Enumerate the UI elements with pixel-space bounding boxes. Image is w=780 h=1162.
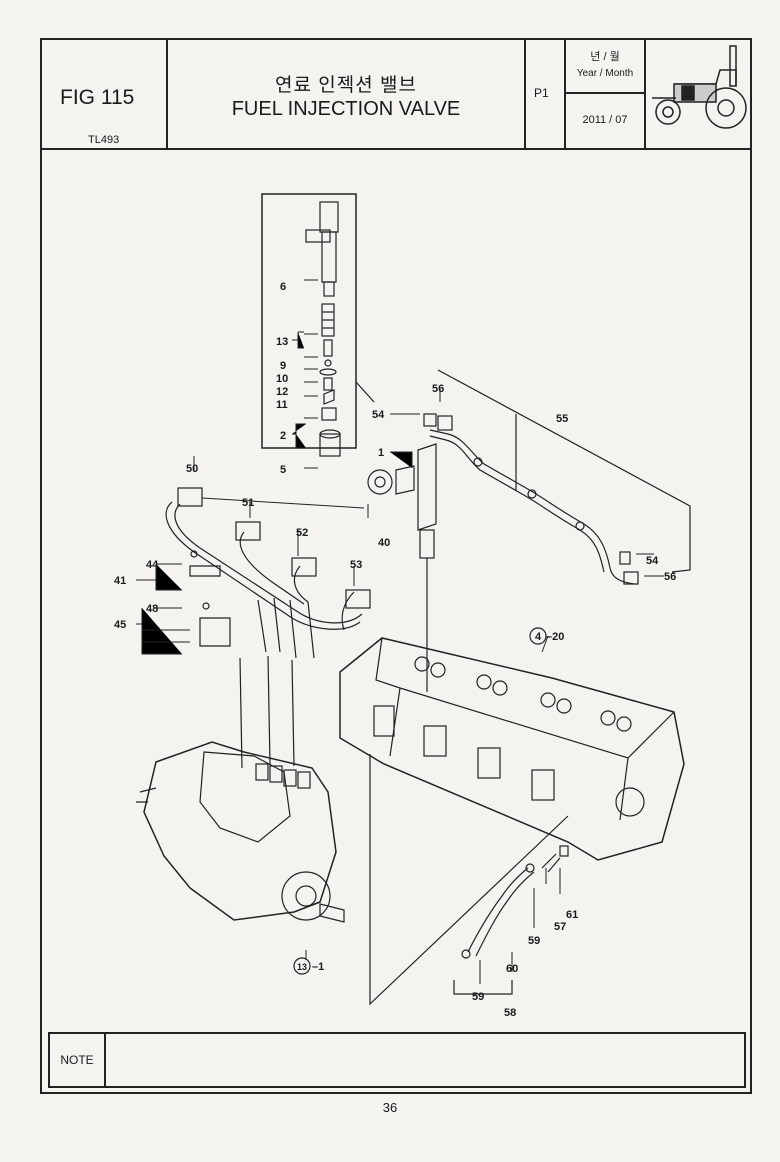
model-code: TL493: [88, 134, 120, 146]
ref-13: 13: [297, 962, 307, 972]
callout-61: 61: [566, 909, 578, 921]
callout-10: 10: [276, 373, 288, 385]
fuel-return-hose: [461, 845, 569, 959]
callout-5: 5: [280, 464, 286, 476]
callout-6: 6: [280, 281, 286, 293]
callout-51: 51: [242, 497, 254, 509]
callout-54-right: 54: [646, 555, 659, 567]
callout-9: 9: [280, 360, 286, 372]
figure-cell: FIG 115 TL493: [42, 40, 168, 148]
callout-56-top: 56: [432, 383, 444, 395]
callout-1-injector: 1: [378, 447, 384, 459]
callout-2: 2: [280, 430, 286, 442]
callout-52: 52: [296, 527, 308, 539]
year-month-korean: 년 / 월: [590, 51, 620, 63]
tractor-icon: [652, 45, 747, 129]
ref-circle-4: [529, 627, 547, 645]
injection-pipes: [165, 501, 363, 659]
note-row: NOTE: [48, 1032, 746, 1088]
callout-50: 50: [186, 463, 198, 475]
callout-56-right: 56: [664, 571, 676, 583]
year-month-english: Year / Month: [576, 68, 634, 79]
page-number: 36: [382, 1100, 398, 1115]
tractor-cell: [646, 40, 750, 148]
callout-48: 48: [146, 603, 158, 615]
title-cell: 연료 인젝션 밸브 FUEL INJECTION VALVE: [168, 40, 526, 148]
fuel-injector: [367, 443, 437, 692]
callout-44: 44: [146, 559, 159, 571]
hose-group-bracket: [453, 980, 513, 995]
revision-date: 2011 / 07: [582, 114, 628, 126]
callout-13: 13: [276, 336, 288, 348]
ref-4: 4: [535, 631, 542, 643]
callout-55: 55: [556, 413, 568, 425]
title-block: FIG 115 TL493 연료 인젝션 밸브 FUEL INJECTION V…: [42, 40, 750, 150]
callout-59-right: 59: [528, 935, 540, 947]
callout-45: 45: [114, 619, 126, 631]
cylinder-head: [339, 637, 685, 861]
callout-60: 60: [506, 963, 518, 975]
callout-53: 53: [350, 559, 362, 571]
callout-58: 58: [504, 1007, 516, 1019]
pipe-nut-51: [235, 521, 261, 541]
title-korean: 연료 인젝션 밸브: [275, 75, 417, 96]
page-code: P1: [534, 86, 549, 100]
injector-detail-box: [261, 193, 357, 449]
callout-pump-suffix: –1: [312, 961, 324, 973]
callout-20: –20: [546, 631, 564, 643]
date-divider: [566, 92, 644, 94]
callout-54-top: 54: [372, 409, 385, 421]
callout-59-left: 59: [472, 991, 484, 1003]
nozzle-holder-cap: [319, 429, 341, 457]
pipe-nut-52: [291, 557, 317, 577]
page-code-cell: P1: [526, 40, 566, 148]
pump-leader-line: [369, 754, 569, 1006]
leak-off-bracket: [437, 369, 691, 573]
spring-stack: [319, 303, 337, 421]
title-english: FUEL INJECTION VALVE: [231, 98, 461, 120]
callout-12: 12: [276, 386, 288, 398]
injection-pump: [136, 655, 345, 923]
part-callouts: 6 13 9 10 12 11 2 5 1 54 56 55 50 51 40 …: [114, 281, 676, 1019]
pipe-nut-50: [177, 487, 203, 507]
ref-circle-13: [293, 957, 311, 975]
circled-references: 4 13: [293, 627, 547, 975]
callout-57: 57: [554, 921, 566, 933]
page-frame: FIG 115 TL493 연료 인젝션 밸브 FUEL INJECTION V…: [40, 38, 752, 1094]
injector-nozzle-detail: [305, 201, 339, 297]
callout-40: 40: [378, 537, 390, 549]
leak-off-pipe: [423, 413, 639, 585]
exploded-view-diagram: 6 13 9 10 12 11 2 5 1 54 56 55 50 51 40 …: [114, 193, 691, 1019]
callout-41: 41: [114, 575, 126, 587]
date-cell: 년 / 월 Year / Month 2011 / 07: [566, 40, 646, 148]
figure-number: FIG 115: [60, 86, 135, 109]
pipe-clamps: [189, 550, 231, 647]
note-label: NOTE: [50, 1034, 106, 1086]
callout-11: 11: [276, 399, 288, 411]
pipe-nut-53: [345, 589, 371, 609]
